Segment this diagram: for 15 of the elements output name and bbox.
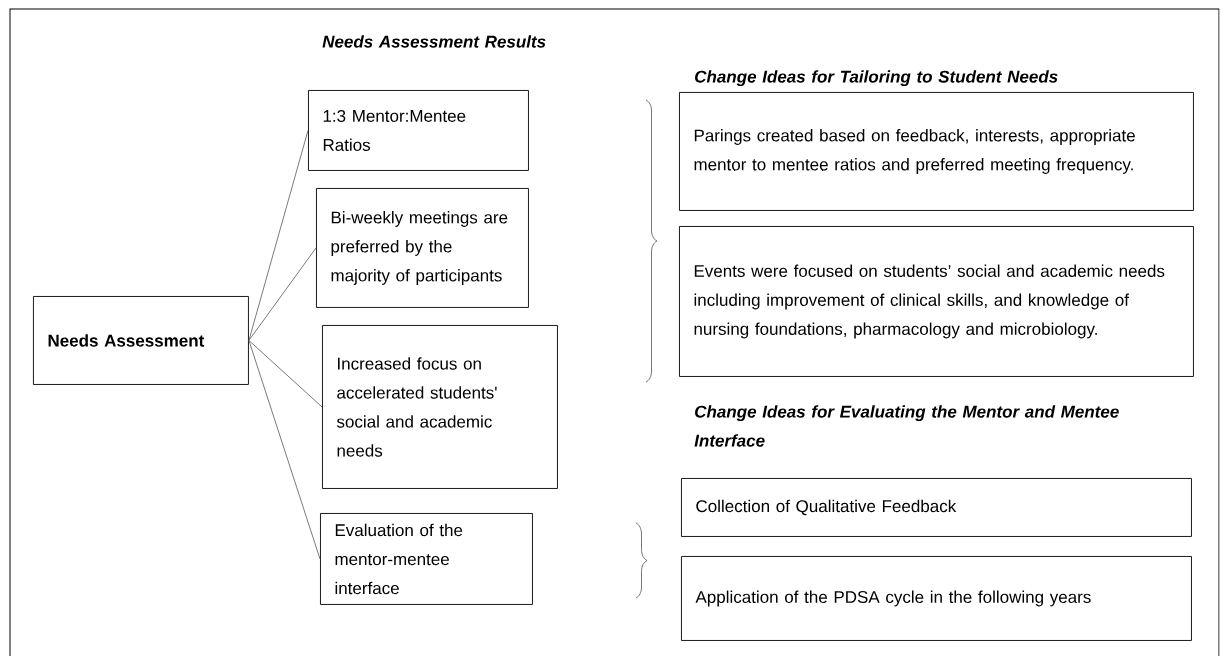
process-box: Parings created based on feedback, interests, appropriate mentor to mentee ratios and preferred meeting frequency.	[679, 92, 1194, 211]
connector-line	[248, 247, 317, 341]
heading: Change Ideas for Evaluating the Mentor and Mentee Interface	[694, 405, 1119, 447]
connector-line	[248, 340, 321, 560]
heading: Needs Assessment Results	[322, 35, 546, 48]
process-box: Evaluation of the mentor-mentee interface	[320, 513, 533, 605]
process-box: Events were focused on students’ social and academic needs including improvement of clinical skills, and knowledge of nursing foundations, pharmacology and microbiology.	[679, 226, 1194, 377]
connector-line	[248, 130, 309, 341]
process-box: Application of the PDSA cycle in the following years	[681, 556, 1192, 641]
process-box: 1:3 Mentor:Mentee Ratios	[308, 90, 529, 171]
connector-line	[248, 340, 323, 408]
process-box: Increased focus on accelerated students' social and academic needs	[322, 325, 558, 489]
process-box: Collection of Qualitative Feedback	[681, 478, 1192, 537]
process-box: Needs Assessment	[33, 296, 249, 385]
process-box: Bi-weekly meetings are preferred by the majority of participants	[316, 188, 529, 308]
